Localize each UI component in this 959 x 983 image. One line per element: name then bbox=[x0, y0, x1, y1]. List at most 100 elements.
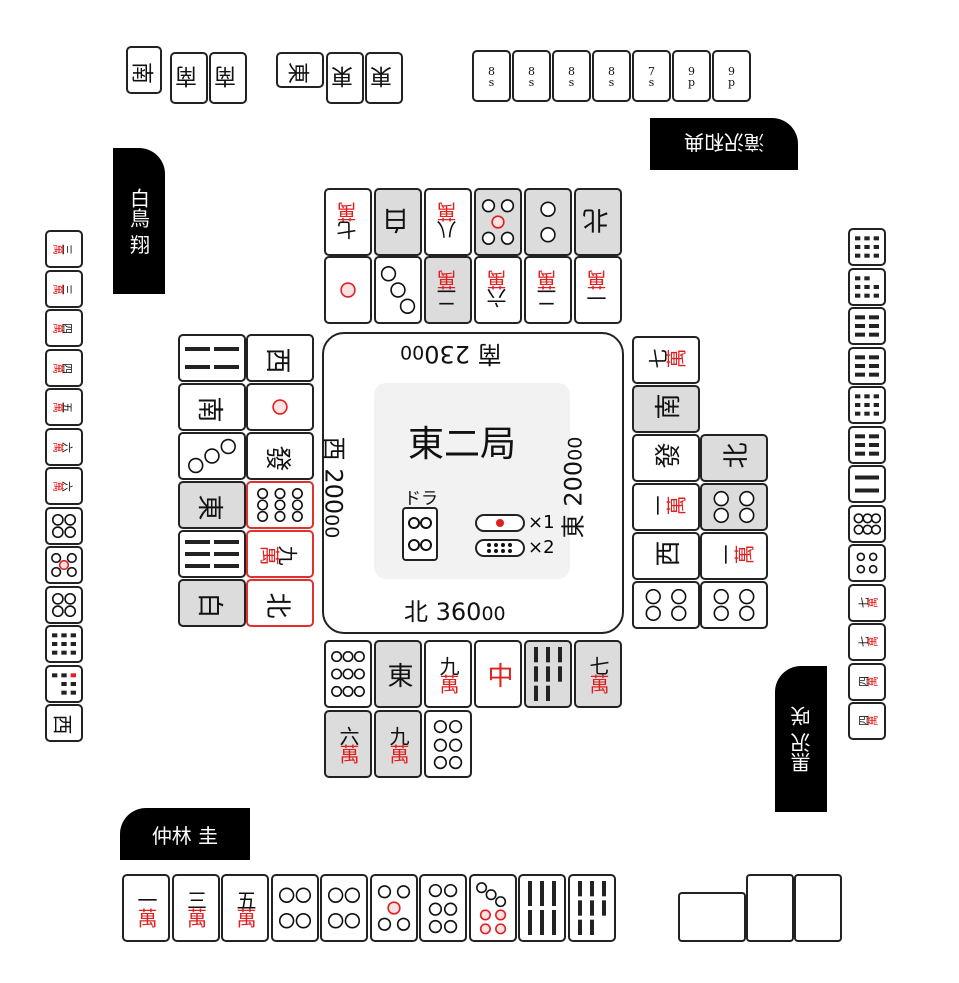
pin-3-icon bbox=[380, 266, 416, 314]
tile: 四萬 bbox=[848, 662, 886, 701]
sou-8-icon bbox=[855, 275, 879, 298]
tile: 三萬 bbox=[45, 230, 83, 268]
tile bbox=[524, 640, 572, 708]
tile: 九萬 bbox=[246, 530, 314, 578]
tile-face: 中 bbox=[483, 662, 513, 686]
tile-face: 西 bbox=[55, 711, 73, 735]
tile-inner bbox=[520, 876, 564, 940]
bottom-player-name: 仲林 圭 bbox=[120, 808, 250, 860]
tile-inner bbox=[376, 258, 420, 322]
tile-inner bbox=[471, 876, 515, 940]
meld-tile-south: 南 bbox=[170, 52, 208, 104]
tile-inner: 六萬 bbox=[47, 430, 81, 464]
tile[interactable]: 一萬 bbox=[122, 874, 170, 942]
tile-face: 七萬 bbox=[336, 204, 360, 240]
tile[interactable] bbox=[518, 874, 566, 942]
tile bbox=[700, 483, 768, 531]
tile-inner bbox=[426, 712, 470, 776]
tile-face: 七萬 bbox=[648, 348, 684, 372]
tile[interactable] bbox=[369, 874, 418, 942]
tile bbox=[700, 581, 768, 629]
pin-4-icon bbox=[713, 490, 755, 524]
tile-inner: 西 bbox=[644, 534, 688, 578]
riichi-stick-icon bbox=[475, 514, 525, 532]
tile-inner bbox=[526, 190, 570, 254]
tile-face: 東 bbox=[383, 662, 413, 686]
tile bbox=[45, 625, 83, 663]
meld-tile-east: 東 bbox=[276, 52, 324, 88]
tile: 七萬 bbox=[848, 583, 886, 622]
pin-5-icon bbox=[481, 199, 515, 245]
tile[interactable]: 三萬 bbox=[171, 874, 220, 942]
tile-inner bbox=[421, 876, 465, 940]
tile bbox=[246, 481, 314, 529]
hand-tile-8s: 8s bbox=[472, 50, 511, 102]
honba-stick-icon bbox=[475, 539, 525, 557]
meld-tile-south: 南 bbox=[126, 46, 162, 94]
tile: 六萬 bbox=[45, 467, 83, 505]
tile: 一萬 bbox=[574, 256, 622, 324]
tile-inner bbox=[47, 588, 81, 622]
tile-inner: 四萬 bbox=[47, 311, 81, 345]
tile: 四萬 bbox=[45, 348, 83, 387]
tile: 西 bbox=[632, 532, 700, 580]
tile: 南 bbox=[632, 385, 700, 433]
tile: 七萬 bbox=[574, 640, 622, 708]
pin-6-icon bbox=[428, 883, 458, 934]
tile: 五萬 bbox=[45, 388, 83, 426]
tile bbox=[178, 432, 246, 480]
tile-inner: 南 bbox=[190, 385, 234, 429]
riichi-count: ×1 bbox=[528, 512, 555, 533]
pin-7-icon bbox=[475, 882, 506, 935]
tile bbox=[324, 640, 372, 708]
tile: 一萬 bbox=[700, 532, 768, 580]
tile: 白 bbox=[178, 579, 246, 627]
tile-inner: 六萬 bbox=[326, 712, 370, 776]
tile-inner bbox=[188, 434, 236, 478]
tile bbox=[45, 546, 83, 584]
tile: 八萬 bbox=[424, 188, 472, 256]
score-right: 東 20000 bbox=[559, 436, 588, 539]
tile-face: 九萬 bbox=[436, 656, 460, 692]
tile-face: 六萬 bbox=[336, 726, 360, 762]
tile-inner bbox=[850, 507, 884, 541]
tile: 東 bbox=[374, 640, 422, 708]
tile: 九萬 bbox=[424, 640, 472, 708]
round-indicator: 東二局 bbox=[408, 424, 517, 465]
meld-tile-east: 東 bbox=[365, 52, 403, 104]
tile[interactable] bbox=[320, 874, 368, 942]
tile[interactable] bbox=[468, 874, 517, 942]
tile-face: 一萬 bbox=[716, 544, 752, 568]
tile[interactable]: 五萬 bbox=[221, 874, 269, 942]
tile-inner: 四萬 bbox=[850, 665, 884, 699]
tile: 七萬 bbox=[324, 188, 372, 256]
score-top: 南 23000 bbox=[400, 340, 502, 368]
tile bbox=[848, 228, 886, 266]
tile: 九萬 bbox=[374, 710, 422, 778]
tile-face: 四萬 bbox=[55, 321, 73, 335]
tile-inner bbox=[258, 385, 302, 429]
pin-4-icon bbox=[408, 517, 432, 551]
tile-inner: 一萬 bbox=[644, 485, 688, 529]
tile-inner: 北 bbox=[258, 581, 302, 625]
tile bbox=[848, 307, 886, 345]
sou-6-icon bbox=[855, 433, 879, 456]
tile-inner: 發 bbox=[644, 436, 688, 480]
tile-inner bbox=[47, 627, 81, 661]
tile-face: 三萬 bbox=[55, 282, 73, 295]
tile-inner: 六萬 bbox=[47, 469, 81, 503]
tile[interactable] bbox=[419, 874, 467, 942]
tile-face: 南 bbox=[200, 392, 224, 422]
tile[interactable] bbox=[567, 874, 616, 942]
sou-6-icon bbox=[185, 540, 239, 568]
tile[interactable] bbox=[270, 874, 319, 942]
top-player-name: 滝沢和典 bbox=[650, 118, 798, 170]
tile bbox=[45, 664, 83, 703]
tile-inner: 一萬 bbox=[124, 876, 168, 940]
tile-inner bbox=[712, 583, 756, 627]
tile: 中 bbox=[474, 640, 522, 708]
tile-face: 東 bbox=[200, 490, 224, 520]
pin-2-icon bbox=[540, 201, 556, 243]
tile-face: 七萬 bbox=[858, 635, 876, 649]
tile: 南 bbox=[178, 383, 246, 431]
